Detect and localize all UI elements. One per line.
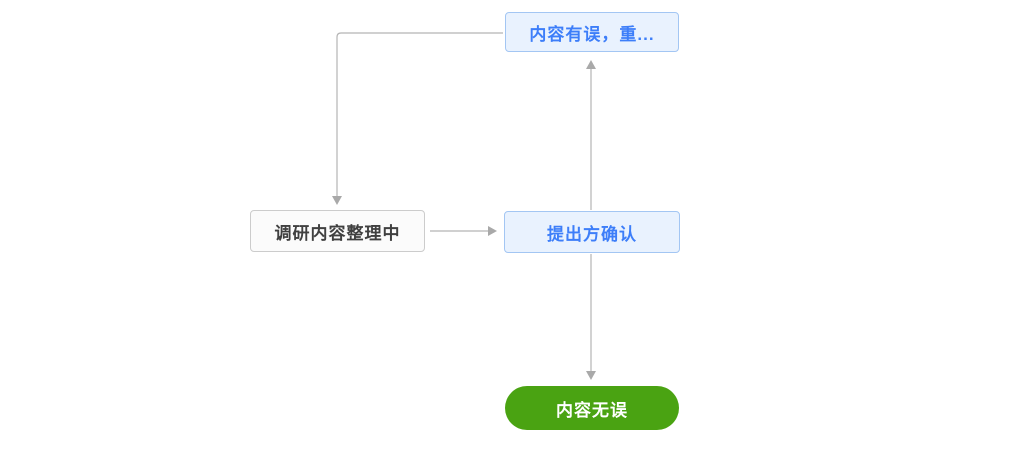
flow-node-content-error[interactable]: 内容有误，重...: [505, 12, 679, 52]
arrow-down-icon: [586, 371, 596, 380]
edge-error-to-organize: [336, 32, 503, 196]
flow-node-proposer-confirm[interactable]: 提出方确认: [504, 211, 680, 253]
arrow-down-icon: [332, 196, 342, 205]
arrow-right-icon: [488, 226, 497, 236]
flow-node-research-organize[interactable]: 调研内容整理中: [250, 210, 425, 252]
flow-node-content-ok[interactable]: 内容无误: [505, 386, 679, 430]
arrow-up-icon: [586, 60, 596, 69]
flow-node-label: 内容无误: [556, 400, 628, 420]
flow-node-label: 内容有误，重...: [529, 24, 655, 44]
flow-node-label: 调研内容整理中: [274, 223, 401, 243]
flow-node-label: 提出方确认: [547, 224, 637, 244]
